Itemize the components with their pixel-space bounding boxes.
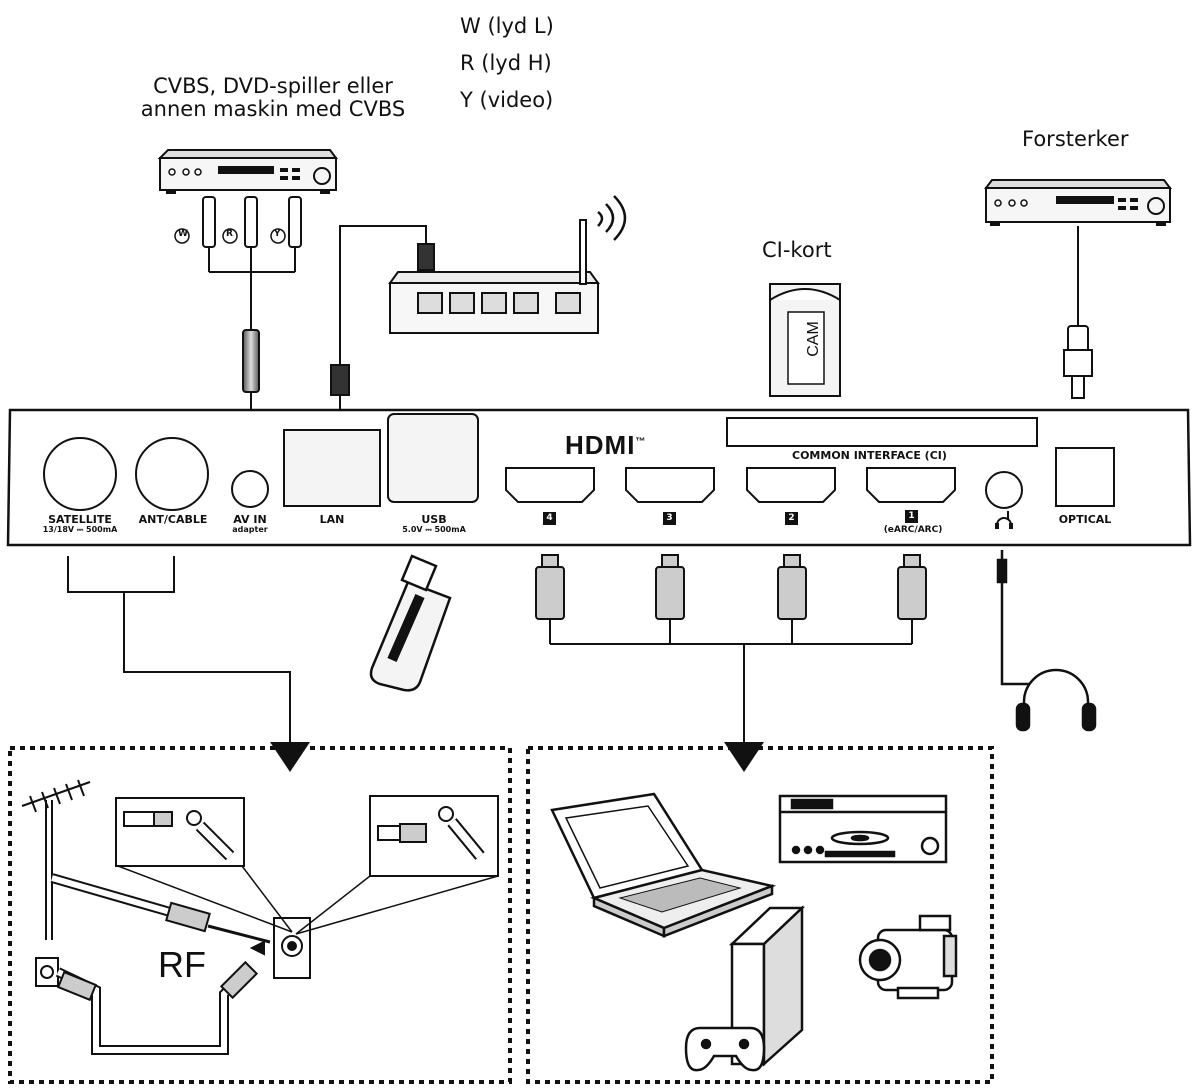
- label-rf: RF: [158, 944, 206, 985]
- camcorder-icon: [858, 914, 958, 1000]
- label-amplifier: Forsterker: [1022, 127, 1129, 151]
- headphones-icon: [996, 550, 1097, 732]
- tv-antenna-socket: [249, 917, 311, 979]
- port-usb: USB 5.0V ⎓ 500mA: [392, 514, 476, 534]
- port-av-in: AV IN adapter: [224, 514, 276, 534]
- wall-cable: [55, 960, 259, 1055]
- port-satellite-sub: 13/18V ⎓ 500mA: [42, 524, 118, 534]
- lan-cable: [330, 225, 435, 410]
- rf-connection-line: [67, 556, 291, 742]
- port-satellite: SATELLITE 13/18V ⎓ 500mA: [38, 514, 122, 534]
- rca-letter-w: W: [178, 229, 188, 239]
- router-icon: [388, 195, 627, 334]
- label-cvbs-line1: CVBS, DVD-spiller eller: [153, 74, 393, 98]
- port-hdmi-1-earc: (eARC/ARC): [883, 525, 943, 535]
- laptop-icon: [550, 792, 777, 938]
- headphone-jack-icon: [995, 517, 1013, 529]
- gamepad-icon: [684, 1026, 766, 1072]
- port-hdmi-1: 1: [905, 510, 918, 523]
- rca-letter-icons: [174, 228, 286, 244]
- arrow-down-hdmi: [724, 742, 764, 772]
- label-cam: CAM: [804, 321, 822, 357]
- port-hdmi-4: 4: [543, 512, 556, 525]
- callout-box-left: [115, 797, 245, 867]
- label-y-video: Y (video): [460, 88, 554, 112]
- dvd-player-icon: [157, 149, 338, 194]
- tv-back-panel: [6, 408, 1192, 547]
- ci-card-icon: [769, 283, 841, 397]
- hdmi-logo: HDMI™: [565, 430, 646, 461]
- antenna-cable: [50, 873, 271, 944]
- hdmi-cables: [535, 554, 927, 742]
- port-satellite-label: SATELLITE: [48, 513, 112, 526]
- port-usb-label: USB: [421, 513, 447, 526]
- hdmi-logo-text: HDMI: [565, 430, 636, 460]
- label-ci-card: CI-kort: [762, 238, 832, 262]
- label-common-interface: COMMON INTERFACE (CI): [792, 449, 947, 462]
- port-av-in-label: AV IN: [233, 513, 267, 526]
- amplifier-icon: [984, 179, 1172, 399]
- rca-letter-y: Y: [274, 229, 281, 239]
- port-av-in-sub: adapter: [232, 524, 268, 534]
- hdmi-logo-tm: ™: [635, 436, 647, 448]
- wall-socket-icon: [35, 957, 59, 987]
- port-usb-sub: 5.0V ⎓ 500mA: [402, 524, 466, 534]
- hdmi-devices-box: [526, 746, 994, 1084]
- port-optical: OPTICAL: [1058, 513, 1112, 526]
- callout-box-right: [369, 795, 499, 877]
- callout-lines: [117, 865, 499, 935]
- rf-devices-box: [8, 746, 512, 1084]
- label-w-audio-l: W (lyd L): [460, 14, 554, 38]
- rca-cable: [202, 196, 302, 410]
- label-cvbs-line2: annen maskin med CVBS: [140, 97, 406, 121]
- rca-letter-r: R: [226, 229, 233, 239]
- port-hdmi-2: 2: [785, 512, 798, 525]
- blu-ray-player-icon: [778, 794, 948, 864]
- port-lan: LAN: [319, 513, 345, 526]
- label-r-audio-r: R (lyd H): [460, 51, 552, 75]
- port-ant-cable: ANT/CABLE: [138, 513, 208, 526]
- port-hdmi-3: 3: [663, 512, 676, 525]
- antenna-icon: [21, 779, 91, 940]
- usb-stick-icon: [369, 554, 452, 692]
